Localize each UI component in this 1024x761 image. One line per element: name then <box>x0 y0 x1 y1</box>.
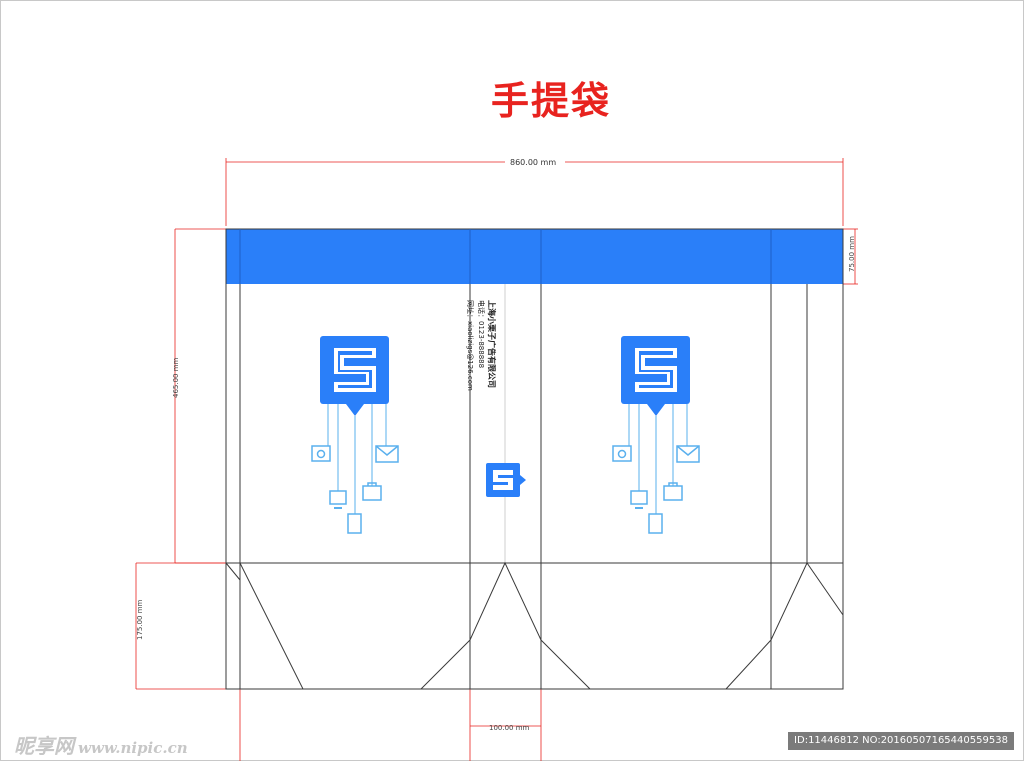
dim-bottom-label: 175.00 mm <box>136 599 144 640</box>
dim-body-label: 465.00 mm <box>172 357 180 398</box>
page-title: 手提袋 <box>491 79 612 123</box>
company-website: 网址：xiaolizigs@126.com <box>466 300 474 391</box>
side-logo-icon <box>486 463 526 497</box>
dim-width-label: 860.00 mm <box>510 158 556 167</box>
company-phone: 电话：0123-888888 <box>477 300 485 369</box>
back-logo <box>612 335 700 534</box>
company-name: 上海小栗子广告有限公司 <box>487 300 496 388</box>
watermark-left-text: 昵享网 <box>14 734 74 758</box>
company-info: 上海小栗子广告有限公司 电话：0123-888888 网址：xiaolizigs… <box>464 300 497 391</box>
front-logo <box>311 335 399 534</box>
watermark-id: ID:11446812 NO:20160507165440559538 <box>788 732 1014 750</box>
top-band <box>226 229 843 284</box>
dim-gusset-label: 100.00 mm <box>489 724 530 732</box>
dim-band-label: 75.00 mm <box>848 236 856 272</box>
watermark-left-url: www.nipic.cn <box>78 739 188 757</box>
